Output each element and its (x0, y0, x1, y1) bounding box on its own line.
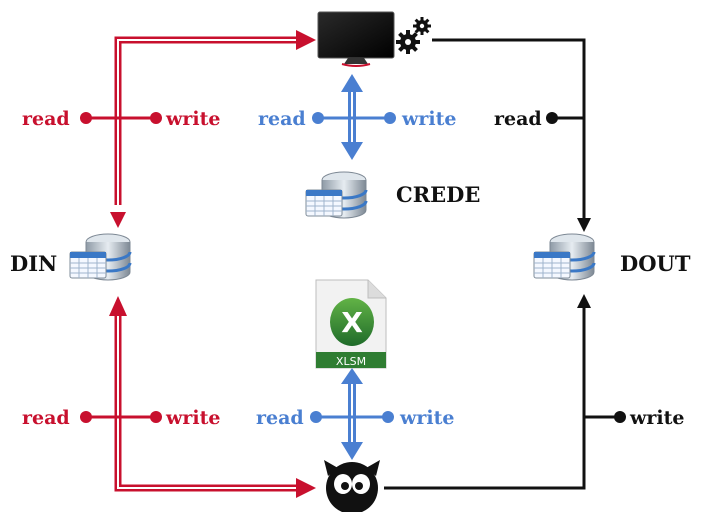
right-bottom-write-line (584, 411, 626, 423)
din-label: DIN (10, 251, 57, 276)
top-to-din-arrow (110, 212, 126, 228)
dout-database-icon (532, 232, 596, 282)
devil-face-icon (324, 460, 380, 512)
monitor-to-dout-arrow (432, 38, 591, 232)
crede-database-icon (304, 170, 368, 220)
left-bottom-write-label: write (165, 407, 220, 429)
excel-file-icon: X XLSM (315, 279, 387, 369)
din-to-monitor-arrow (114, 30, 316, 205)
left-bottom-read-label: read (22, 407, 70, 429)
center-bottom-write-label: write (399, 407, 454, 429)
excel-file-label: XLSM (336, 355, 366, 368)
right-bottom-write-label: write (629, 407, 684, 429)
center-bottom-read-label: read (256, 407, 304, 429)
center-top-read-write-line (312, 112, 396, 124)
left-top-read-write-line (80, 112, 162, 124)
excel-bot-double-arrow (341, 368, 363, 460)
bot-to-dout-arrow (384, 294, 591, 490)
dout-label: DOUT (620, 251, 691, 276)
center-top-write-label: write (401, 108, 456, 130)
left-top-read-label: read (22, 108, 70, 130)
right-top-read-label: read (494, 108, 542, 130)
center-bottom-read-write-line (310, 411, 394, 423)
din-database-icon (68, 232, 132, 282)
crede-label: CREDE (396, 182, 480, 207)
monitor-gear-icon (317, 11, 431, 67)
center-top-read-label: read (258, 108, 306, 130)
bot-to-din-arrow (109, 296, 316, 498)
svg-text:X: X (341, 306, 363, 339)
right-top-read-line (546, 112, 584, 124)
left-top-write-label: write (165, 108, 220, 130)
left-bottom-read-write-line (80, 411, 162, 423)
